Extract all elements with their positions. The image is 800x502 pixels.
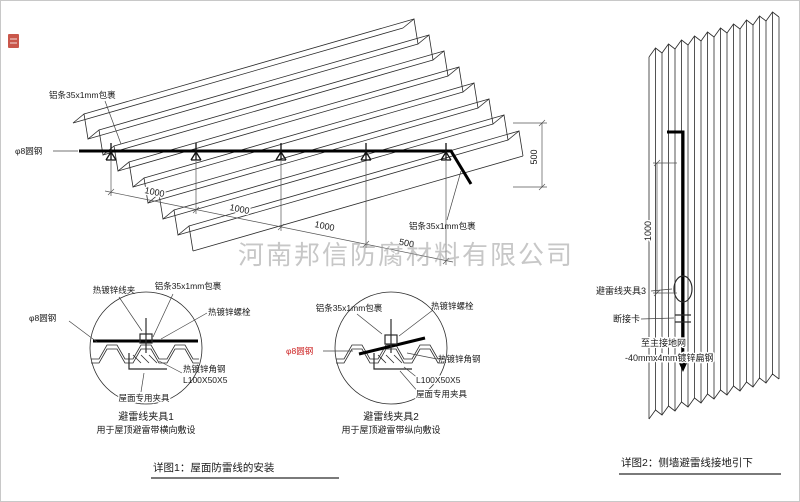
clamp2-clip — [384, 334, 398, 345]
clamp2-label-roof-clamp: 屋面专用夹具 — [416, 389, 468, 399]
clamp2-hatch — [377, 354, 403, 364]
clamp1-label-strip: 铝条35x1mm包裹 — [155, 281, 222, 291]
label-clamp3: 避雷线夹具3 — [596, 285, 646, 296]
caption-detail2: 详图2：侧墙避雷线接地引下 — [621, 456, 753, 469]
dim-500: 500 — [398, 237, 415, 250]
clamp2-subtitle: 用于屋顶避雷带纵向敷设 — [341, 424, 440, 435]
stamp-rect — [8, 34, 19, 48]
clamp1-label-round-steel: φ8圆钢 — [29, 313, 56, 323]
clamp1-label-angle-size: L100X50X5 — [183, 375, 228, 385]
dim-side-500: 500 — [529, 149, 539, 164]
clamp1-label-wire-clip: 热镀锌线夹 — [93, 285, 136, 295]
clamp1-label-angle-steel: 热镀锌角钢 — [183, 364, 226, 374]
corner-stamp-mark — [8, 34, 19, 48]
clamp1-roof-profile — [91, 344, 199, 360]
wall-dim-lines — [653, 159, 677, 297]
clamp1-leaders — [68, 293, 208, 393]
clamp2-label-round-steel: φ8圆钢 — [286, 346, 313, 356]
label-flat-steel: -40mmx4mm镀锌扁钢 — [625, 352, 714, 363]
clamp1-label-roof-clamp: 屋面专用夹具 — [118, 393, 170, 403]
wall-corrugation-lines — [648, 12, 780, 419]
clamp2-wire — [358, 336, 426, 356]
clamp2-label-angle-size: L100X50X5 — [416, 375, 461, 385]
leader-strip-right — [446, 170, 462, 221]
clamp2-leaders — [323, 309, 438, 394]
company-watermark: 河南邦信防腐材料有限公司 — [238, 240, 574, 270]
stamp-lines — [10, 38, 17, 44]
dim-extension-lines — [110, 161, 447, 265]
dim-side-lines — [513, 119, 547, 191]
wall-clamp3-mark — [673, 275, 693, 303]
roof-annotations: 铝条35x1mm包裹 φ8圆钢 铝条35x1mm包裹 — [15, 90, 476, 231]
wall-detail: 1000 避雷线夹具3 断接卡 至主接地网 -40mmx4mm镀锌扁钢 — [595, 11, 780, 420]
lightning-wire — [79, 149, 473, 185]
clamp2-label-angle-steel: 热镀锌角钢 — [438, 354, 481, 364]
clamp1-roof-profile-2 — [90, 348, 200, 364]
detail-circle-1 — [89, 291, 203, 405]
clamp1-detail: 热镀锌线夹 铝条35x1mm包裹 热镀锌螺栓 φ8圆钢 热镀锌角钢 L100X5… — [29, 281, 251, 435]
clamp2-label-strip: 铝条35x1mm包裹 — [316, 303, 383, 313]
clamp1-label-bolt: 热镀锌螺栓 — [208, 307, 251, 317]
roof-far-profile — [402, 18, 524, 157]
dim-ticks — [107, 188, 450, 265]
label-round-steel: φ8圆钢 — [15, 146, 42, 156]
clamp2-label-bolt: 热镀锌螺栓 — [431, 301, 474, 311]
leader-disconnect — [640, 317, 675, 320]
wall-dim-1000: 1000 — [643, 221, 653, 241]
disconnect-card-mark — [675, 314, 691, 323]
ground-arrow-icon — [678, 361, 688, 372]
detail-circle-2 — [334, 291, 448, 405]
clamp2-title: 避雷线夹具2 — [363, 410, 419, 423]
label-strip-left: 铝条35x1mm包裹 — [49, 90, 116, 100]
clamp1-title: 避雷线夹具1 — [118, 410, 174, 423]
wall-dimension: 1000 — [642, 159, 677, 297]
clamp1-hatch — [132, 354, 158, 364]
wall-annotations: 避雷线夹具3 断接卡 至主接地网 -40mmx4mm镀锌扁钢 — [595, 284, 716, 365]
dim-line — [104, 190, 454, 263]
label-strip-right: 铝条35x1mm包裹 — [409, 221, 476, 231]
label-disconnect: 断接卡 — [613, 313, 640, 324]
clamp1-clip — [139, 333, 153, 344]
clamp2-angle-bracket — [373, 353, 412, 370]
clamp2-detail: 铝条35x1mm包裹 热镀锌螺栓 φ8圆钢 热镀锌角钢 L100X50X5 屋面… — [286, 291, 481, 435]
clamp1-subtitle: 用于屋顶避雷带横向敷设 — [96, 424, 195, 435]
clamp1-angle-bracket — [128, 353, 167, 370]
dim-1000-c: 1000 — [314, 219, 336, 233]
downlead-wire — [667, 130, 685, 347]
captions: 详图1：屋面防雷线的安装 详图2：侧墙避雷线接地引下 — [151, 456, 781, 479]
leader-strip-left — [104, 100, 122, 145]
roof-ridge-lines — [72, 18, 524, 252]
leader-clamp3 — [650, 288, 673, 292]
caption-detail1: 详图1：屋面防雷线的安装 — [153, 461, 275, 474]
label-to-ground: 至主接地网 — [641, 337, 686, 348]
roof-isometric-view: 1000 1000 1000 500 500 铝条35x1mm包裹 φ8圆钢 铝… — [15, 18, 547, 265]
